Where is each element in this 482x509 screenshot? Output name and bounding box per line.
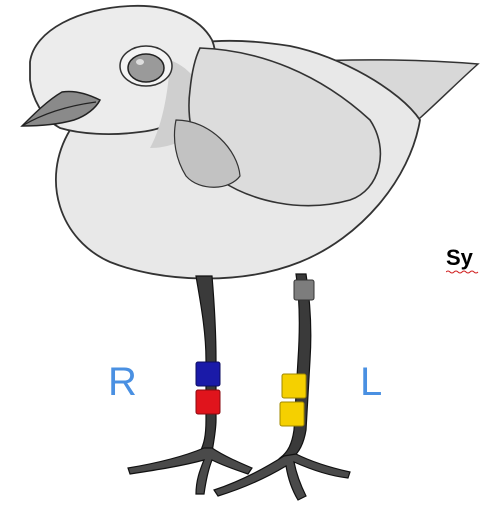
- left-leg-band-gray: [293, 279, 315, 301]
- right-leg-label: R: [108, 360, 137, 404]
- bird-wing-shading: [173, 119, 241, 188]
- spellcheck-underline: [446, 270, 479, 274]
- right-leg-band-blue: [195, 361, 221, 387]
- left-leg-band-yellow-top: [281, 373, 307, 399]
- left-leg-band-yellow-bottom: [279, 401, 305, 427]
- left-foot: [213, 453, 351, 501]
- bird-eye: [127, 53, 165, 83]
- right-foot: [127, 447, 253, 495]
- left-leg: [278, 273, 312, 459]
- band-code-text: Sy: [446, 245, 473, 270]
- left-leg-label: L: [360, 360, 383, 404]
- right-leg-band-red: [195, 389, 221, 415]
- bird-eye-highlight: [136, 59, 144, 65]
